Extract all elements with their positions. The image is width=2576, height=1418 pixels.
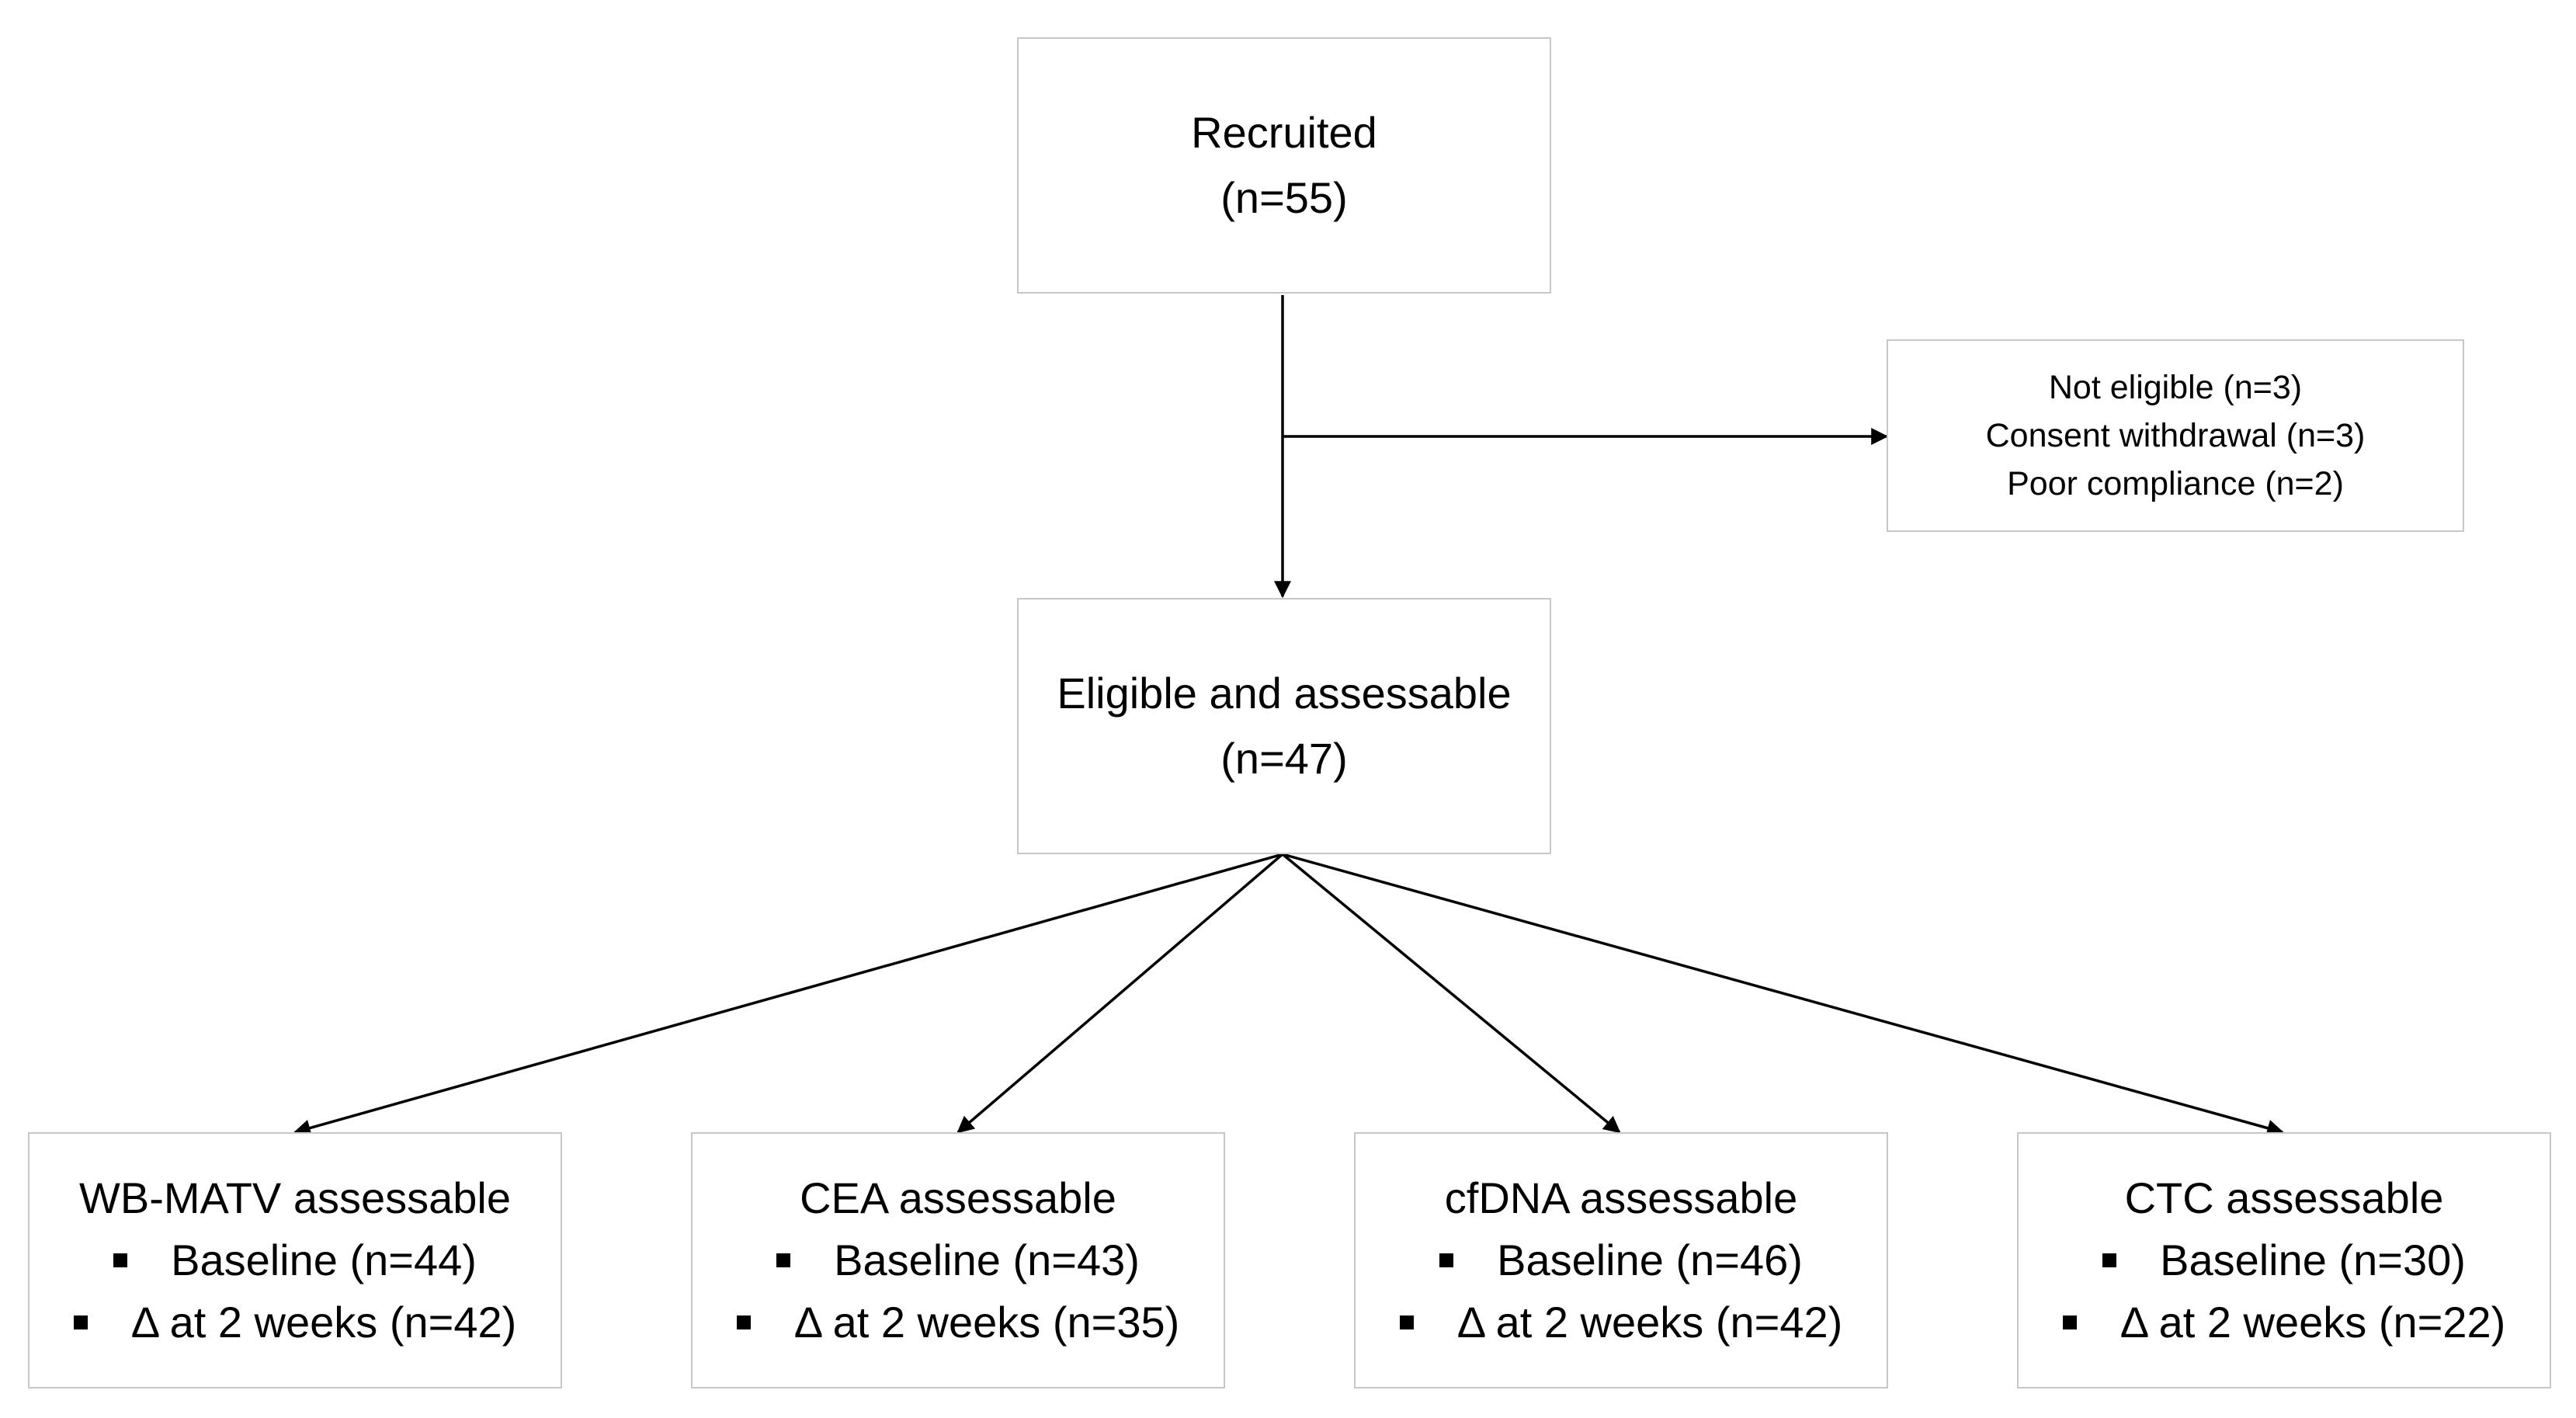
eligible-title: Eligible and assessable xyxy=(1057,669,1512,718)
arrow-to-cfdna xyxy=(1281,853,1621,1134)
bullet-icon xyxy=(73,1315,88,1329)
arrow-to-ctc xyxy=(1282,853,2285,1137)
outcome-box-cfdna: cfDNA assessable Baseline (n=46) Δ at 2 … xyxy=(1354,1132,1888,1388)
outcome-delta: Δ at 2 weeks (n=42) xyxy=(130,1298,517,1347)
bullet-icon xyxy=(2062,1315,2077,1329)
outcome-delta-row: Δ at 2 weeks (n=35) xyxy=(736,1291,1180,1354)
eligible-count: (n=47) xyxy=(1220,734,1348,783)
outcome-title: CTC assessable xyxy=(2124,1173,2444,1222)
outcome-baseline: Baseline (n=30) xyxy=(2160,1236,2466,1284)
bullet-icon xyxy=(2102,1253,2117,1267)
arrow-to-wb-matv xyxy=(293,853,1283,1137)
outcome-delta-row: Δ at 2 weeks (n=22) xyxy=(2062,1291,2506,1354)
bullet-icon xyxy=(1399,1315,1414,1329)
outcome-delta: Δ at 2 weeks (n=35) xyxy=(793,1298,1180,1347)
outcome-delta-row: Δ at 2 weeks (n=42) xyxy=(73,1291,517,1354)
arrow-to-cea xyxy=(956,853,1284,1134)
excluded-consent-withdrawal: Consent withdrawal (n=3) xyxy=(1985,417,2366,454)
outcome-baseline-row: Baseline (n=30) xyxy=(2102,1229,2466,1291)
excluded-not-eligible: Not eligible (n=3) xyxy=(2048,369,2303,406)
outcome-box-ctc: CTC assessable Baseline (n=30) Δ at 2 we… xyxy=(2017,1132,2551,1388)
bullet-icon xyxy=(776,1253,791,1267)
outcome-box-cea: CEA assessable Baseline (n=43) Δ at 2 we… xyxy=(691,1132,1225,1388)
excluded-box: Not eligible (n=3) Consent withdrawal (n… xyxy=(1887,339,2464,532)
outcome-delta: Δ at 2 weeks (n=22) xyxy=(2119,1298,2506,1347)
outcome-baseline-row: Baseline (n=44) xyxy=(113,1229,477,1291)
outcome-title: WB-MATV assessable xyxy=(79,1173,511,1222)
recruited-count: (n=55) xyxy=(1220,173,1348,222)
outcome-title: cfDNA assessable xyxy=(1444,1173,1798,1222)
outcome-baseline-row: Baseline (n=46) xyxy=(1439,1229,1803,1291)
outcome-title: CEA assessable xyxy=(800,1173,1116,1222)
outcome-baseline: Baseline (n=43) xyxy=(834,1236,1140,1284)
outcome-baseline: Baseline (n=46) xyxy=(1497,1236,1803,1284)
eligible-box: Eligible and assessable (n=47) xyxy=(1017,598,1551,854)
outcome-delta-row: Δ at 2 weeks (n=42) xyxy=(1399,1291,1843,1354)
bullet-icon xyxy=(113,1253,128,1267)
outcome-delta: Δ at 2 weeks (n=42) xyxy=(1456,1298,1843,1347)
excluded-poor-compliance: Poor compliance (n=2) xyxy=(2007,465,2344,502)
recruited-box: Recruited (n=55) xyxy=(1017,37,1551,294)
bullet-icon xyxy=(736,1315,751,1329)
bullet-icon xyxy=(1439,1253,1454,1267)
recruited-title: Recruited xyxy=(1191,108,1377,157)
outcome-baseline-row: Baseline (n=43) xyxy=(776,1229,1140,1291)
outcome-box-wb-matv: WB-MATV assessable Baseline (n=44) Δ at … xyxy=(28,1132,562,1388)
outcome-baseline: Baseline (n=44) xyxy=(171,1236,477,1284)
